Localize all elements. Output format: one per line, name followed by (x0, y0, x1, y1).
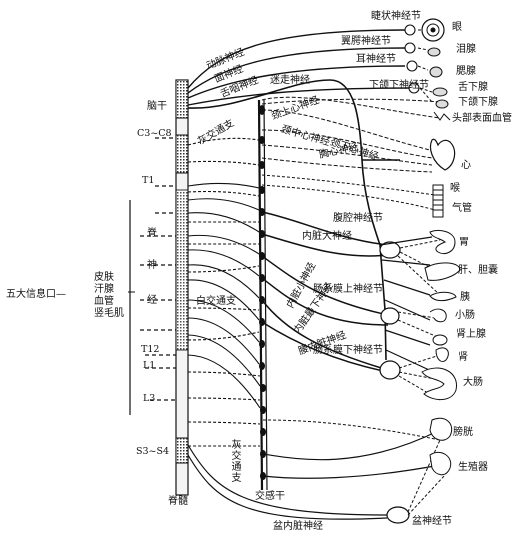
label-ciliary-ganglion: 睫状神经节 (371, 11, 421, 22)
pancreas-organ (429, 291, 457, 302)
pelvic-postganglionic (262, 419, 446, 516)
cranial-nerves (187, 29, 411, 106)
label-kidney: 肾 (458, 352, 468, 363)
cranial-ganglia (404, 24, 420, 94)
large-intestine-organ (421, 367, 457, 400)
label-small-intestine: 小肠 (455, 310, 475, 321)
label-stomach: 胃 (459, 237, 469, 248)
pelvic-nerves (187, 429, 441, 520)
label-greater-splanchnic: 内脏大神经 (302, 231, 352, 242)
heart-organ (429, 138, 456, 171)
label-submandibular-ganglion: 下颌下神经节 (369, 80, 429, 91)
label-info-ports: 五大信息口— (6, 289, 66, 300)
label-c3-c8: C3~C8 (137, 128, 172, 139)
label-spinal-ji: 脊 (147, 228, 157, 239)
label-otic-ganglion: 耳神经节 (356, 54, 396, 65)
label-superior-mesenteric-ganglion: 肠系膜上神经节 (313, 284, 383, 295)
head-sympathetic (261, 96, 441, 119)
label-spinal-jing: 经 (147, 295, 157, 306)
label-liver-gallbladder: 肝、胆囊 (458, 265, 498, 276)
larynx-nerves (261, 174, 436, 211)
label-large-intestine: 大肠 (463, 377, 483, 388)
label-genitals: 生殖器 (458, 462, 488, 473)
label-l3: L3 (143, 393, 156, 404)
spinal-cord (175, 79, 189, 496)
label-submandibular-gland: 下颌下腺 (458, 97, 498, 108)
label-spinal-cord: 脊髓 (168, 496, 188, 507)
label-t1: T1 (142, 175, 155, 186)
label-s3-s4: S3~S4 (136, 446, 170, 457)
label-info-vessels: 血管 (94, 296, 114, 307)
stomach-organ (429, 229, 456, 255)
label-head-surface-vessels: 头部表面血管 (452, 113, 512, 124)
bladder-organ (429, 417, 453, 441)
label-white-ramus: 白交通支 (196, 296, 236, 307)
label-spinal-shen: 神 (147, 260, 157, 271)
label-trachea: 气管 (452, 203, 472, 214)
label-l1: L1 (143, 360, 156, 371)
eye-organ (421, 18, 445, 42)
label-sublingual-gland: 舌下腺 (458, 82, 488, 93)
label-parotid-gland: 腮腺 (456, 66, 476, 77)
label-larynx: 喉 (450, 183, 460, 194)
rami-communicantes (187, 182, 261, 409)
label-brainstem: 脑干 (147, 101, 167, 112)
label-pancreas: 胰 (460, 292, 470, 303)
prevertebral-ganglia (379, 241, 410, 524)
label-heart: 心 (461, 160, 471, 171)
label-info-skin: 皮肤 (94, 272, 114, 283)
label-pterygopalatine-ganglion: 翼腭神经节 (341, 36, 391, 47)
trachea-organ (432, 184, 444, 218)
label-eye: 眼 (452, 22, 462, 33)
label-t12: T12 (141, 344, 160, 355)
label-gray-ramus-lower: 灰交通支 (231, 440, 242, 484)
label-inferior-mesenteric-ganglion: 肠系膜下神经节 (313, 345, 383, 356)
cardiac-nerves (261, 109, 433, 173)
cranial-postganglionic (417, 29, 433, 103)
label-info-arrector: 竖毛肌 (94, 308, 124, 319)
label-vagus-nerve: 迷走神经 (270, 75, 310, 86)
label-info-sweat: 汗腺 (94, 284, 114, 295)
gray-rami (187, 137, 261, 447)
genital-organ (429, 451, 452, 476)
liver-organ (424, 262, 461, 281)
head-glands (427, 47, 451, 121)
label-pelvic-ganglion: 盆神经节 (412, 516, 452, 527)
cord-left-rami (140, 137, 176, 401)
label-bladder: 膀胱 (453, 427, 473, 438)
small-intestine-organ (429, 308, 447, 323)
adrenal-organ (432, 334, 448, 346)
label-adrenal-gland: 肾上腺 (456, 329, 486, 340)
kidney-organ (435, 347, 449, 363)
vagus-abdominal-branches (379, 236, 441, 376)
splanchnic-nerves (261, 211, 389, 373)
label-celiac-ganglion: 腹腔神经节 (333, 213, 383, 224)
label-pelvic-splanchnic: 盆内脏神经 (273, 521, 323, 532)
label-lacrimal-gland: 泪腺 (456, 44, 476, 55)
label-sympathetic-trunk: 交感干 (255, 491, 285, 502)
